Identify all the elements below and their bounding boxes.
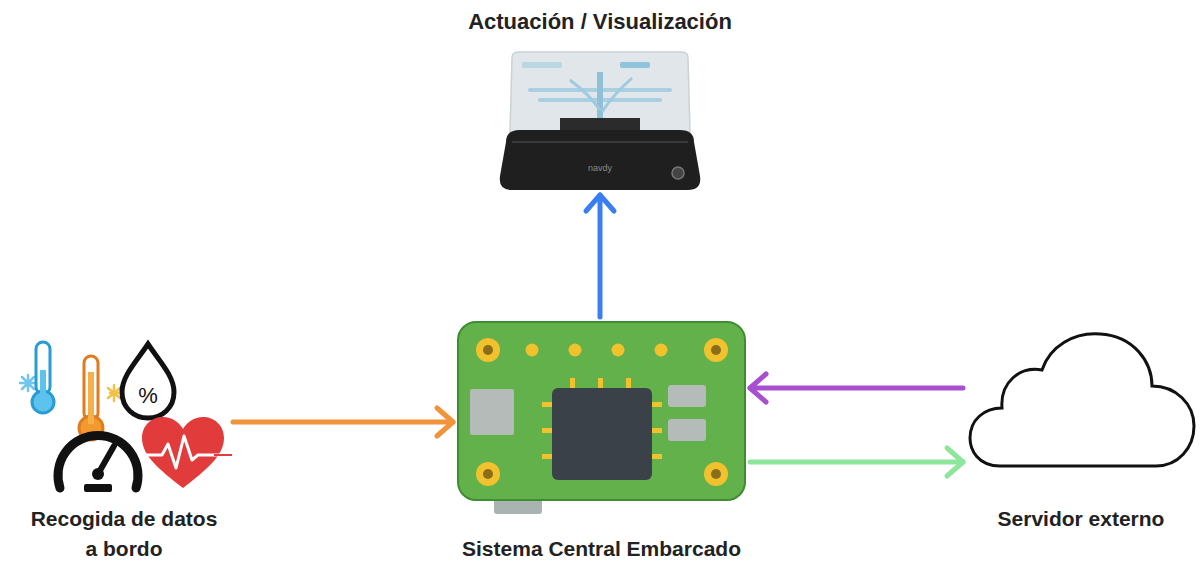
arrow-head [750, 374, 766, 402]
embedded-board [458, 322, 745, 514]
sensor-group: Recogida de datos a bordo [18, 340, 230, 492]
central-board: Sistema Central Embarcado [456, 320, 747, 516]
arrow-shaft [750, 386, 963, 391]
arrow-shaft [233, 420, 453, 425]
node-caption: Actuación / Visualización [468, 6, 732, 38]
percent-sign: % [138, 383, 158, 409]
arrow-head [437, 408, 453, 436]
flow-arrow [750, 374, 963, 402]
brand-mark: navdy [588, 163, 612, 173]
flow-arrow [233, 408, 453, 436]
cloud-server: Servidor externo [966, 330, 1196, 470]
arrow-head [947, 448, 963, 476]
cloud-shape [970, 334, 1194, 466]
arrow-shaft [598, 195, 603, 317]
flow-arrow [750, 448, 963, 476]
node-caption: Servidor externo [998, 504, 1165, 534]
arrow-head [586, 195, 614, 211]
sensor-icons [20, 342, 232, 492]
node-caption: Recogida de datos a bordo [24, 504, 224, 565]
node-caption: Sistema Central Embarcado [462, 534, 741, 564]
arrow-shaft [750, 460, 963, 465]
flow-arrow [586, 195, 614, 317]
hud-device [500, 52, 701, 190]
